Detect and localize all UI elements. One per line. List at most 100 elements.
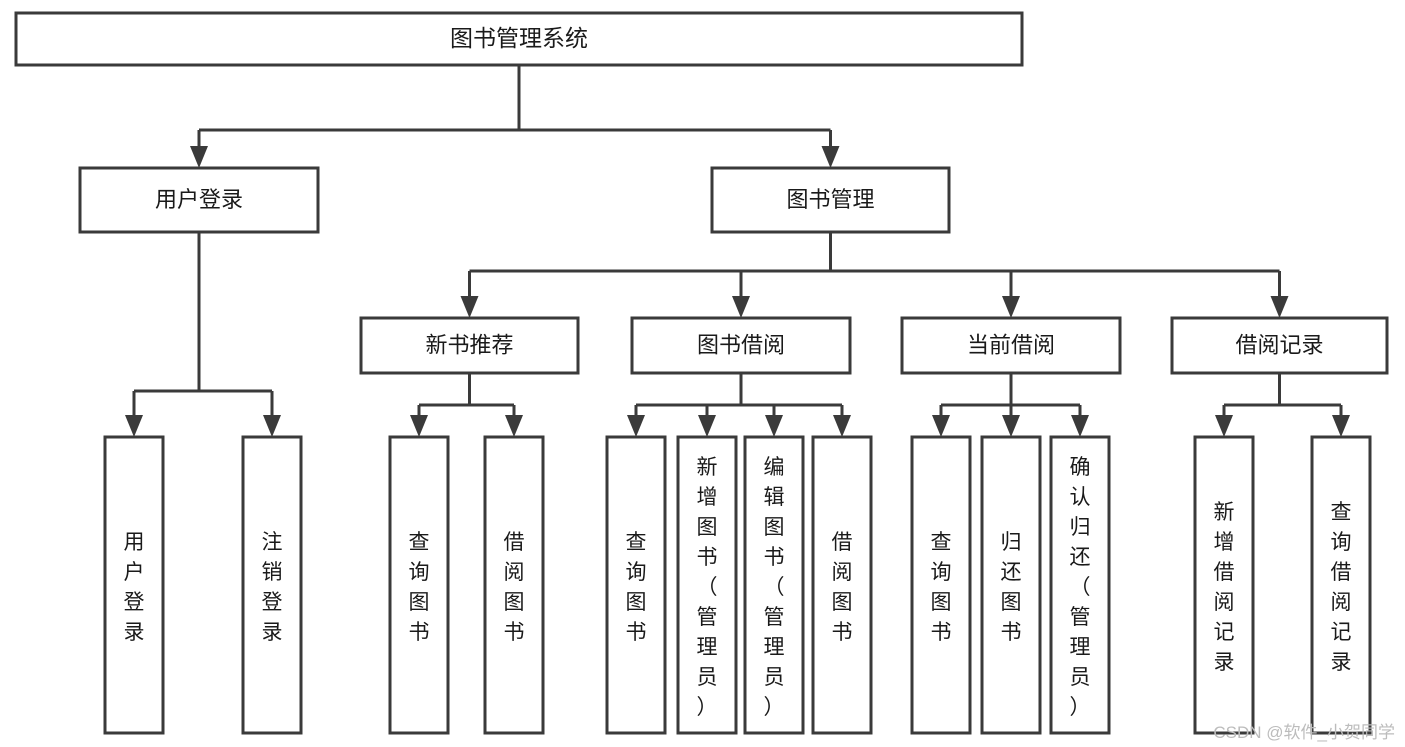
node-leaf-logout-login-rect[interactable] bbox=[241, 435, 303, 735]
svg-text:增: 增 bbox=[1214, 531, 1235, 554]
node-leaf-confirm-return-admin[interactable] bbox=[1049, 435, 1111, 735]
node-leaf-user-login[interactable] bbox=[103, 435, 165, 735]
node-borrow-record-label: 借阅记录 bbox=[1235, 332, 1323, 357]
arrow-head-icon bbox=[410, 415, 428, 437]
node-leaf-return-book-rect[interactable] bbox=[980, 435, 1042, 735]
node-new-book-recommend[interactable] bbox=[359, 316, 580, 375]
svg-text:录: 录 bbox=[262, 621, 283, 644]
svg-text:查: 查 bbox=[626, 531, 647, 554]
arrow-head-icon bbox=[765, 415, 783, 437]
arrow-head-icon bbox=[732, 296, 750, 318]
node-book-borrow-rect[interactable] bbox=[630, 316, 852, 375]
node-leaf-edit-book-admin[interactable] bbox=[743, 435, 805, 735]
svg-text:借: 借 bbox=[504, 531, 525, 554]
svg-text:借: 借 bbox=[832, 531, 853, 554]
arrow-head-icon bbox=[1071, 415, 1089, 437]
node-leaf-return-book[interactable] bbox=[980, 435, 1042, 735]
arrow-head-icon bbox=[932, 415, 950, 437]
node-leaf-query-book-current-rect[interactable] bbox=[910, 435, 972, 735]
node-leaf-add-book-admin-rect[interactable] bbox=[676, 435, 738, 735]
node-leaf-edit-book-admin-rect[interactable] bbox=[743, 435, 805, 735]
node-leaf-logout-login[interactable] bbox=[241, 435, 303, 735]
arrow-head-icon bbox=[1002, 296, 1020, 318]
svg-text:（: （ bbox=[764, 576, 785, 599]
node-root[interactable] bbox=[14, 11, 1024, 67]
node-leaf-borrow-book-rect[interactable] bbox=[811, 435, 873, 735]
node-leaf-borrow-book[interactable] bbox=[811, 435, 873, 735]
svg-text:借: 借 bbox=[1331, 561, 1352, 584]
svg-text:用: 用 bbox=[124, 531, 145, 554]
node-new-book-recommend-label: 新书推荐 bbox=[425, 332, 513, 357]
svg-text:管: 管 bbox=[764, 606, 785, 629]
svg-text:询: 询 bbox=[1331, 531, 1352, 554]
svg-text:图: 图 bbox=[931, 591, 952, 614]
svg-text:书: 书 bbox=[1001, 621, 1022, 644]
svg-text:注: 注 bbox=[262, 531, 283, 554]
svg-text:图: 图 bbox=[504, 591, 525, 614]
svg-text:辑: 辑 bbox=[764, 486, 785, 509]
svg-text:书: 书 bbox=[626, 621, 647, 644]
svg-text:）: ） bbox=[697, 696, 718, 719]
svg-text:查: 查 bbox=[1331, 501, 1352, 524]
svg-text:询: 询 bbox=[626, 561, 647, 584]
node-leaf-query-book-rec-rect[interactable] bbox=[388, 435, 450, 735]
node-leaf-user-login-rect[interactable] bbox=[103, 435, 165, 735]
svg-text:图: 图 bbox=[764, 516, 785, 539]
svg-text:销: 销 bbox=[262, 561, 283, 584]
node-leaf-add-borrow-record[interactable] bbox=[1193, 435, 1255, 735]
svg-text:书: 书 bbox=[409, 621, 430, 644]
node-leaf-query-book-current[interactable] bbox=[910, 435, 972, 735]
arrow-head-icon bbox=[627, 415, 645, 437]
node-leaf-query-book-borrow[interactable] bbox=[605, 435, 667, 735]
node-user-login-rect[interactable] bbox=[78, 166, 320, 234]
node-leaf-borrow-book-rec[interactable] bbox=[483, 435, 545, 735]
arrow-head-icon bbox=[125, 415, 143, 437]
arrow-head-icon bbox=[460, 296, 479, 318]
node-current-borrow[interactable] bbox=[900, 316, 1122, 375]
node-root-rect[interactable] bbox=[14, 11, 1024, 67]
svg-text:）: ） bbox=[764, 696, 785, 719]
node-leaf-add-borrow-record-rect[interactable] bbox=[1193, 435, 1255, 735]
arrow-head-icon bbox=[1332, 415, 1350, 437]
node-leaf-query-borrow-record[interactable] bbox=[1310, 435, 1372, 735]
node-leaf-add-book-admin[interactable] bbox=[676, 435, 738, 735]
node-new-book-recommend-rect[interactable] bbox=[359, 316, 580, 375]
arrow-head-icon bbox=[1002, 415, 1020, 437]
svg-text:理: 理 bbox=[1070, 636, 1091, 659]
node-user-login[interactable] bbox=[78, 166, 320, 234]
svg-text:登: 登 bbox=[262, 591, 283, 614]
node-borrow-record[interactable] bbox=[1170, 316, 1389, 375]
svg-text:还: 还 bbox=[1001, 561, 1022, 584]
svg-text:图: 图 bbox=[1001, 591, 1022, 614]
node-leaf-query-borrow-record-rect[interactable] bbox=[1310, 435, 1372, 735]
svg-text:借: 借 bbox=[1214, 561, 1235, 584]
svg-text:员: 员 bbox=[697, 666, 718, 689]
svg-text:询: 询 bbox=[931, 561, 952, 584]
arrow-head-icon bbox=[698, 415, 716, 437]
node-borrow-record-rect[interactable] bbox=[1170, 316, 1389, 375]
node-leaf-borrow-book-rec-rect[interactable] bbox=[483, 435, 545, 735]
node-leaf-confirm-return-admin-rect[interactable] bbox=[1049, 435, 1111, 735]
svg-text:还: 还 bbox=[1070, 546, 1091, 569]
node-book-manage-rect[interactable] bbox=[710, 166, 951, 234]
svg-text:确: 确 bbox=[1070, 456, 1091, 479]
svg-text:理: 理 bbox=[764, 636, 785, 659]
svg-text:阅: 阅 bbox=[832, 561, 853, 584]
node-book-borrow[interactable] bbox=[630, 316, 852, 375]
svg-text:查: 查 bbox=[409, 531, 430, 554]
node-leaf-query-book-rec[interactable] bbox=[388, 435, 450, 735]
node-book-manage[interactable] bbox=[710, 166, 951, 234]
arrow-head-icon bbox=[505, 415, 523, 437]
node-leaf-query-book-borrow-rect[interactable] bbox=[605, 435, 667, 735]
node-current-borrow-rect[interactable] bbox=[900, 316, 1122, 375]
arrow-head-icon bbox=[263, 415, 281, 437]
node-current-borrow-label: 当前借阅 bbox=[967, 332, 1055, 357]
svg-text:理: 理 bbox=[697, 636, 718, 659]
